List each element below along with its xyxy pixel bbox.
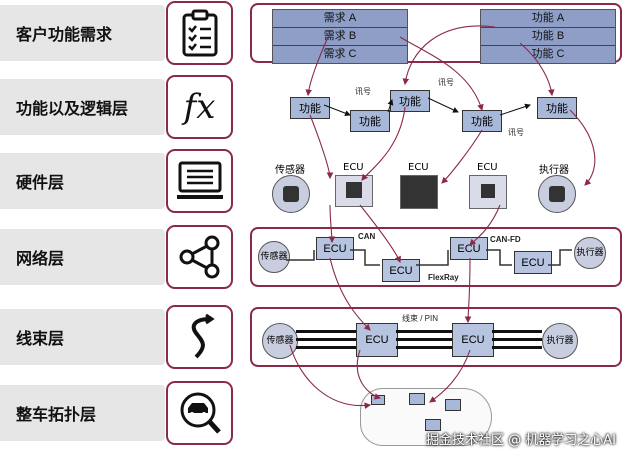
net-sensor: 传感器 [258, 241, 290, 273]
harness-ecu-2: ECU [452, 323, 494, 357]
harness-actuator: 执行器 [542, 323, 578, 359]
hw-ecu1 [335, 175, 373, 207]
harness-pin-label: 线束 / PIN [402, 314, 439, 323]
vehicle-outline [360, 388, 492, 446]
computer-icon [166, 149, 233, 213]
signal-label-3: 讯号 [508, 128, 524, 137]
net-flexray-label: FlexRay [428, 273, 459, 282]
harness-wire-icon [166, 305, 233, 369]
row-customer: 客户功能需求 需求 A 需求 B 需求 C 功能 A 功能 B 功能 C [0, 0, 626, 66]
layer-label-topology: 整车拓扑层 [0, 385, 165, 441]
row-topology: 整车拓扑层 [0, 380, 626, 446]
network-share-icon [166, 225, 233, 289]
layer-label-hardware: 硬件层 [0, 153, 165, 209]
row-harness: 线束层 传感器 ECU ECU 执行器 线束 / PIN [0, 304, 626, 370]
function-fx-icon: fx [166, 75, 233, 139]
function-node-4: 功能 [462, 110, 502, 132]
net-ecu-2: ECU [382, 259, 420, 282]
function-b: 功能 B [481, 28, 615, 46]
hw-ecu1-label: ECU [343, 162, 364, 173]
panel-functions: 功能 功能 功能 功能 功能 功能 讯号 讯号 讯号 [250, 77, 622, 137]
hw-ecu3 [469, 175, 507, 209]
function-a: 功能 A [481, 10, 615, 28]
requirement-c: 需求 C [273, 46, 407, 63]
row-hardware: 硬件层 传感器 ECU ECU ECU 执行器 [0, 148, 626, 214]
car-search-icon [166, 381, 233, 445]
requirement-b: 需求 B [273, 28, 407, 46]
layer-label-function: 功能以及逻辑层 [0, 79, 165, 135]
hw-ecu2 [400, 175, 438, 209]
signal-label-2: 讯号 [438, 78, 454, 87]
function-node-2: 功能 [350, 110, 390, 132]
net-can-label: CAN [358, 232, 376, 241]
requirement-a: 需求 A [273, 10, 407, 28]
layer-label-harness: 线束层 [0, 309, 165, 365]
harness-ecu-1: ECU [356, 323, 398, 357]
hw-sensor [272, 175, 310, 213]
panel-network: 传感器 ECU ECU ECU ECU 执行器 CAN CAN-FD FlexR… [250, 227, 622, 287]
net-actuator: 执行器 [574, 237, 606, 269]
hw-ecu3-label: ECU [477, 162, 498, 173]
signal-label-1: 讯号 [355, 87, 371, 96]
net-ecu-3: ECU [450, 237, 488, 260]
row-function: 功能以及逻辑层 fx 功能 功能 功能 功能 功能 功能 讯号 讯号 讯号 [0, 74, 626, 140]
net-ecu-4: ECU [514, 251, 552, 274]
hw-actuator-label: 执行器 [539, 165, 569, 176]
hw-sensor-label: 传感器 [275, 165, 305, 176]
requirements-table: 需求 A 需求 B 需求 C [272, 9, 408, 64]
harness-sensor: 传感器 [262, 323, 298, 359]
function-node-6: 功能 [537, 97, 577, 119]
row-network: 网络层 传感器 ECU ECU ECU ECU 执行器 CAN CAN-FD F… [0, 224, 626, 290]
hw-ecu2-label: ECU [408, 162, 429, 173]
clipboard-icon [166, 1, 233, 65]
net-ecu-1: ECU [316, 237, 354, 260]
function-c: 功能 C [481, 46, 615, 63]
panel-hardware: 传感器 ECU ECU ECU 执行器 [250, 151, 622, 213]
net-canfd-label: CAN-FD [490, 235, 521, 244]
layer-label-customer: 客户功能需求 [0, 5, 165, 61]
hw-actuator [538, 175, 576, 213]
functions-table: 功能 A 功能 B 功能 C [480, 9, 616, 64]
layer-label-network: 网络层 [0, 229, 165, 285]
watermark: 掘金技术社区 @ 机器学习之心AI [426, 433, 616, 448]
panel-harness: 传感器 ECU ECU 执行器 线束 / PIN [250, 307, 622, 367]
panel-requirements: 需求 A 需求 B 需求 C 功能 A 功能 B 功能 C [250, 3, 622, 64]
function-node-3: 功能 [390, 90, 430, 112]
function-node-1: 功能 [290, 97, 330, 119]
